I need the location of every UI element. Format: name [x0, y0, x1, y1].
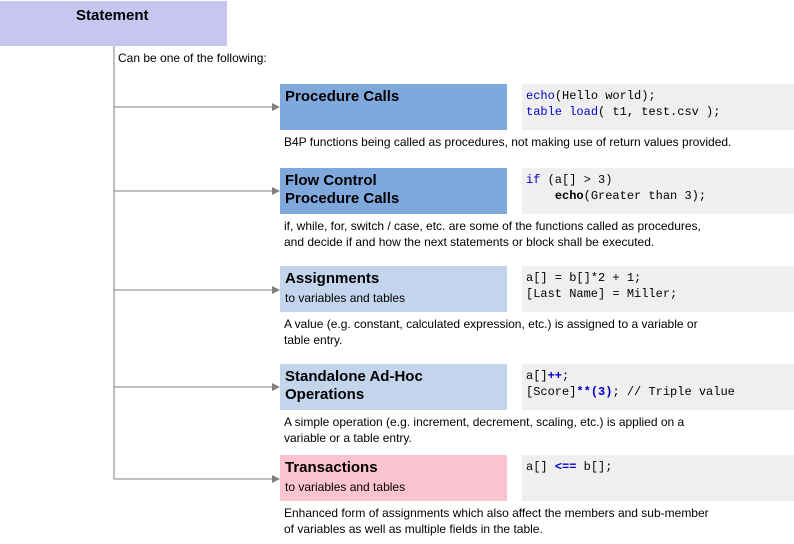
transactions-title: Transactions: [285, 459, 378, 476]
code-line: [Last Name] = Miller;: [526, 286, 790, 302]
assignments-title: Assignments: [285, 270, 380, 287]
transactions-subtitle: to variables and tables: [285, 480, 406, 494]
transactions-code: a[] <== b[];: [522, 455, 794, 501]
procedure-calls-box: Procedure Calls: [280, 84, 507, 130]
code-token: a[] = b[]*2 + 1;: [526, 271, 642, 285]
desc-line: table entry.: [284, 333, 343, 347]
standalone-ops-code: a[]++;[Score]**(3); // Triple value: [522, 364, 794, 410]
assignments-code: a[] = b[]*2 + 1; [Last Name] = Miller;: [522, 266, 794, 312]
statement-box: Statement: [0, 1, 227, 46]
standalone-ops-box: Standalone Ad-Hoc Operations: [280, 364, 507, 410]
desc-line: A simple operation (e.g. increment, decr…: [284, 415, 685, 429]
code-token: echo: [554, 189, 584, 203]
code-token: if: [526, 173, 541, 187]
standalone-ops-title: Standalone Ad-Hoc Operations: [285, 368, 423, 403]
intro-text: Can be one of the following:: [118, 51, 267, 65]
flow-control-desc: if, while, for, switch / case, etc. are …: [284, 218, 789, 250]
code-token: echo: [526, 89, 555, 103]
statement-label: Statement: [76, 7, 149, 24]
code-line: a[]++;: [526, 368, 790, 384]
transactions-desc: Enhanced form of assignments which also …: [284, 505, 789, 537]
code-line: [Score]**(3); // Triple value: [526, 384, 790, 400]
code-token: [Last Name] = Miller;: [526, 287, 678, 301]
desc-line: if, while, for, switch / case, etc. are …: [284, 219, 701, 233]
desc-line: A value (e.g. constant, calculated expre…: [284, 317, 698, 331]
code-token: (Greater than 3);: [583, 189, 707, 203]
code-line: if (a[] > 3): [526, 172, 790, 188]
code-token: a[]: [526, 460, 555, 474]
desc-line: B4P functions being called as procedures…: [284, 135, 732, 149]
desc-line: of variables as well as multiple fields …: [284, 522, 543, 536]
code-token: <==: [554, 460, 577, 474]
assignments-box: Assignments to variables and tables: [280, 266, 507, 312]
standalone-ops-desc: A simple operation (e.g. increment, decr…: [284, 414, 789, 446]
procedure-calls-code: echo(Hello world);table load( t1, test.c…: [522, 84, 794, 130]
desc-line: and decide if and how the next statement…: [284, 235, 655, 249]
code-line: a[] <== b[];: [526, 459, 790, 475]
code-token: table: [526, 105, 563, 119]
code-token: ; // Triple value: [612, 385, 735, 399]
flow-control-title: Flow Control Procedure Calls: [285, 172, 400, 207]
procedure-calls-title: Procedure Calls: [285, 88, 400, 105]
desc-line: variable or a table entry.: [284, 431, 412, 445]
code-token: a[]: [526, 369, 548, 383]
code-line: echo(Greater than 3);: [526, 188, 790, 204]
assignments-desc: A value (e.g. constant, calculated expre…: [284, 316, 789, 348]
assignments-subtitle: to variables and tables: [285, 291, 406, 305]
code-line: table load( t1, test.csv );: [526, 104, 790, 120]
procedure-calls-desc: B4P functions being called as procedures…: [284, 134, 789, 150]
code-line: echo(Hello world);: [526, 88, 790, 104]
flow-control-code: if (a[] > 3) echo(Greater than 3);: [522, 168, 794, 214]
code-token: (a[] > 3): [540, 173, 613, 187]
code-token: ;: [562, 369, 570, 383]
code-token: b[];: [576, 460, 613, 474]
code-token: [Score]: [526, 385, 577, 399]
flow-control-box: Flow Control Procedure Calls: [280, 168, 507, 214]
code-token: **(3): [576, 385, 613, 399]
desc-line: Enhanced form of assignments which also …: [284, 506, 709, 520]
code-line: a[] = b[]*2 + 1;: [526, 270, 790, 286]
code-token: [526, 189, 555, 203]
transactions-box: Transactions to variables and tables: [280, 455, 507, 501]
code-token: ( t1, test.csv );: [598, 105, 721, 119]
code-token: ++: [547, 369, 563, 383]
code-token: load: [569, 105, 599, 119]
code-token: (Hello world);: [554, 89, 656, 103]
